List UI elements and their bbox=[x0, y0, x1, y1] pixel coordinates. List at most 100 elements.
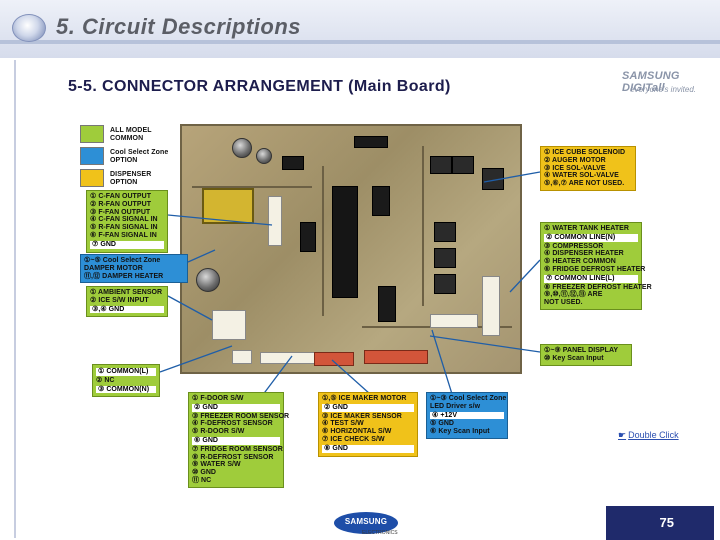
callout-text: ⑥ GND bbox=[192, 436, 280, 445]
callout-text: DAMPER MOTOR bbox=[84, 264, 143, 272]
relay bbox=[434, 222, 456, 242]
samsung-logo: SAMSUNG bbox=[334, 512, 398, 534]
section-title: 5-5. CONNECTOR ARRANGEMENT (Main Board) bbox=[68, 78, 451, 95]
slide-footer: SAMSUNG ELECTRONICS bbox=[0, 506, 720, 540]
callout-text: ⑪ NC bbox=[192, 476, 212, 484]
led-connector bbox=[430, 314, 478, 328]
callout-text: ⑤ GND bbox=[430, 420, 455, 428]
icemaker-callout: ①,⑤ ICE MAKER MOTOR ② GND ③ ICE MAKER SE… bbox=[318, 392, 418, 457]
legend-label-dispenser: DISPENSER OPTION bbox=[110, 171, 151, 187]
callout-text: NOT USED. bbox=[544, 299, 583, 307]
legend-text: OPTION bbox=[110, 157, 138, 164]
main-board-image bbox=[180, 124, 522, 374]
ic-chip bbox=[378, 286, 396, 322]
callout-text: ⑦ FRIDGE ROOM SENSOR bbox=[192, 445, 283, 453]
samsung-digitall-logo: SAMSUNG DIGITall everyone's invited. bbox=[622, 70, 706, 104]
page-number: 75 bbox=[659, 515, 674, 530]
board-trace bbox=[422, 146, 424, 306]
ambient-callout: ① AMBIENT SENSOR ② ICE S/W INPUT ③,④ GND bbox=[86, 286, 168, 318]
callout-text: ② NC bbox=[96, 376, 115, 384]
board-trace bbox=[192, 186, 312, 188]
callout-text: ③ COMMON(N) bbox=[96, 385, 156, 394]
relay bbox=[482, 168, 504, 190]
callout-text: ⑩ GND bbox=[192, 469, 217, 477]
fan-connector bbox=[268, 196, 282, 246]
callout-text: ④ DISPENSER HEATER bbox=[544, 250, 624, 258]
title-bullet-icon bbox=[12, 14, 46, 42]
callout-text: ⑦ ICE CHECK S/W bbox=[322, 435, 385, 443]
relay bbox=[434, 274, 456, 294]
callout-text: ⑤ HEATER COMMON bbox=[544, 258, 616, 266]
capacitor bbox=[256, 148, 272, 164]
heater-callout: ① WATER TANK HEATER ② COMMON LINE(N) ③ C… bbox=[540, 222, 652, 310]
callout-text: ① F-DOOR S/W bbox=[192, 395, 244, 402]
microcontroller-chip bbox=[332, 186, 358, 298]
damper-callout: ①~⑤ Cool Select Zone DAMPER MOTOR ⑪,⑫ DA… bbox=[80, 254, 188, 284]
callout-text: ①~⑨ PANEL DISPLAY bbox=[544, 347, 619, 354]
callout-text: ⑥ HORIZONTAL S/W bbox=[322, 428, 392, 436]
callout-text: ⑩ Key Scan Input bbox=[544, 354, 604, 362]
heater-connector bbox=[482, 276, 500, 336]
capacitor bbox=[196, 268, 220, 292]
callout-text: ⑨ WATER S/W bbox=[192, 461, 241, 469]
board-trace bbox=[322, 166, 324, 316]
samsung-logo-text: SAMSUNG bbox=[344, 517, 388, 526]
ic-chip bbox=[282, 156, 304, 170]
capacitor bbox=[232, 138, 252, 158]
legend-text: COMMON bbox=[110, 135, 144, 142]
fan-callout: ① C-FAN OUTPUT ② R-FAN OUTPUT ③ F-FAN OU… bbox=[86, 190, 168, 253]
callout-text: ② GND bbox=[322, 403, 414, 412]
callout-text: ① WATER TANK HEATER bbox=[544, 225, 629, 232]
callout-text: ⑨,⑩,⑪,⑫,⑬ ARE bbox=[544, 291, 603, 299]
samsung-electronics-text: ELECTRONICS bbox=[362, 530, 398, 536]
legend-text: ALL MODEL bbox=[110, 127, 152, 134]
legend-text: OPTION bbox=[110, 179, 138, 186]
callout-text: ④ F-DEFROST SENSOR bbox=[192, 420, 273, 428]
common-callout: ① COMMON(L) ② NC ③ COMMON(N) bbox=[92, 364, 160, 398]
led-callout: ①~③ Cool Select Zone LED Driver s/w ④ +1… bbox=[426, 392, 508, 439]
callout-text: ① ICE CUBE SOLENOID bbox=[544, 149, 626, 156]
relay bbox=[430, 156, 452, 174]
callout-text: ③,④ GND bbox=[90, 305, 164, 314]
header-stripe bbox=[0, 40, 720, 44]
legend-swatch-dispenser bbox=[80, 169, 104, 187]
solenoid-callout: ① ICE CUBE SOLENOID ② AUGER MOTOR ③ ICE … bbox=[540, 146, 636, 191]
callout-text: ⑤ R-FAN SIGNAL IN bbox=[90, 224, 158, 232]
callout-text: ⑥ Key Scan Input bbox=[430, 428, 490, 436]
callout-text: ② COMMON LINE(N) bbox=[544, 233, 638, 242]
callout-text: ⑥ F-FAN SIGNAL IN bbox=[90, 231, 157, 239]
callout-text: ③ FREEZER ROOM SENSOR bbox=[192, 412, 290, 420]
transformer bbox=[202, 188, 254, 224]
legend-text: Cool Select Zone bbox=[110, 149, 169, 156]
callout-text: ⑪,⑫ DAMPER HEATER bbox=[84, 272, 164, 280]
panel-callout: ①~⑨ PANEL DISPLAY ⑩ Key Scan Input bbox=[540, 344, 632, 366]
callout-text: ③ ICE MAKER SENSOR bbox=[322, 412, 402, 420]
double-click-link[interactable]: ☛Double Click bbox=[618, 430, 679, 441]
double-click-label[interactable]: Double Click bbox=[628, 430, 679, 440]
callout-text: ①~③ Cool Select Zone bbox=[430, 395, 507, 402]
callout-text: ② AUGER MOTOR bbox=[544, 156, 606, 164]
panel-connector bbox=[364, 350, 428, 364]
door-callout: ① F-DOOR S/W ② GND ③ FREEZER ROOM SENSOR… bbox=[188, 392, 290, 488]
callout-text: ⑧ FREEZER DEFROST HEATER bbox=[544, 283, 652, 291]
pointer-hand-icon: ☛ bbox=[618, 430, 627, 440]
ic-chip bbox=[354, 136, 388, 148]
legend-label-all-model: ALL MODEL COMMON bbox=[110, 127, 152, 143]
callout-text: ② R-FAN OUTPUT bbox=[90, 200, 152, 208]
callout-text: ⑧ R-DEFROST SENSOR bbox=[192, 453, 274, 461]
icemaker-connector bbox=[314, 352, 354, 366]
brand-tagline: everyone's invited. bbox=[630, 85, 697, 94]
callout-text: ① C-FAN OUTPUT bbox=[90, 193, 152, 200]
callout-text: ①,⑤ ICE MAKER MOTOR bbox=[322, 395, 407, 402]
legend-swatch-all-model bbox=[80, 125, 104, 143]
page-title: 5. Circuit Descriptions bbox=[56, 14, 302, 39]
callout-text: ③ F-FAN OUTPUT bbox=[90, 208, 151, 216]
callout-text: LED Driver s/w bbox=[430, 402, 481, 410]
callout-text: ④ C-FAN SIGNAL IN bbox=[90, 216, 158, 224]
callout-text: ①~⑤ Cool Select Zone bbox=[84, 257, 161, 264]
callout-text: ⑤,⑥,⑦ ARE NOT USED. bbox=[544, 180, 625, 188]
common-connector bbox=[232, 350, 252, 364]
callout-text: ① COMMON(L) bbox=[96, 368, 156, 376]
callout-text: ⑤ R-DOOR S/W bbox=[192, 428, 245, 436]
ic-chip bbox=[372, 186, 390, 216]
